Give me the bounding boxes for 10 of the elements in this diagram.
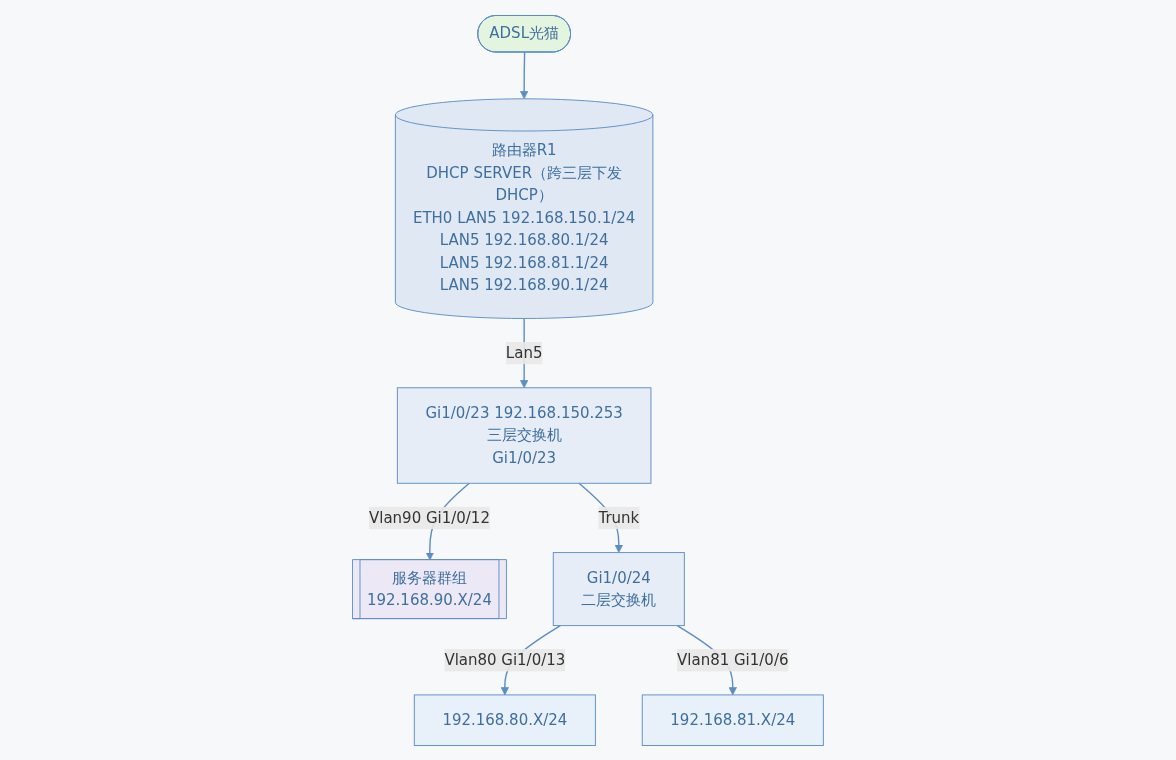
edge-label: Lan5: [505, 343, 543, 362]
node-box: 192.168.80.X/24: [413, 693, 596, 746]
edge-label: Vlan90 Gi1/0/12: [369, 508, 491, 526]
edge-label: Trunk: [598, 508, 640, 526]
edge-label: Vlan80 Gi1/0/13: [444, 650, 566, 669]
node-box: 192.168.81.X/24: [641, 693, 824, 746]
node-box: Gi1/0/23 192.168.150.253 三层交换机 Gi1/0/23: [396, 386, 652, 484]
node-box: Gi1/0/24 二层交换机: [552, 551, 685, 626]
arrow: [520, 51, 529, 99]
edge-label: Vlan81 Gi1/0/6: [677, 650, 789, 669]
